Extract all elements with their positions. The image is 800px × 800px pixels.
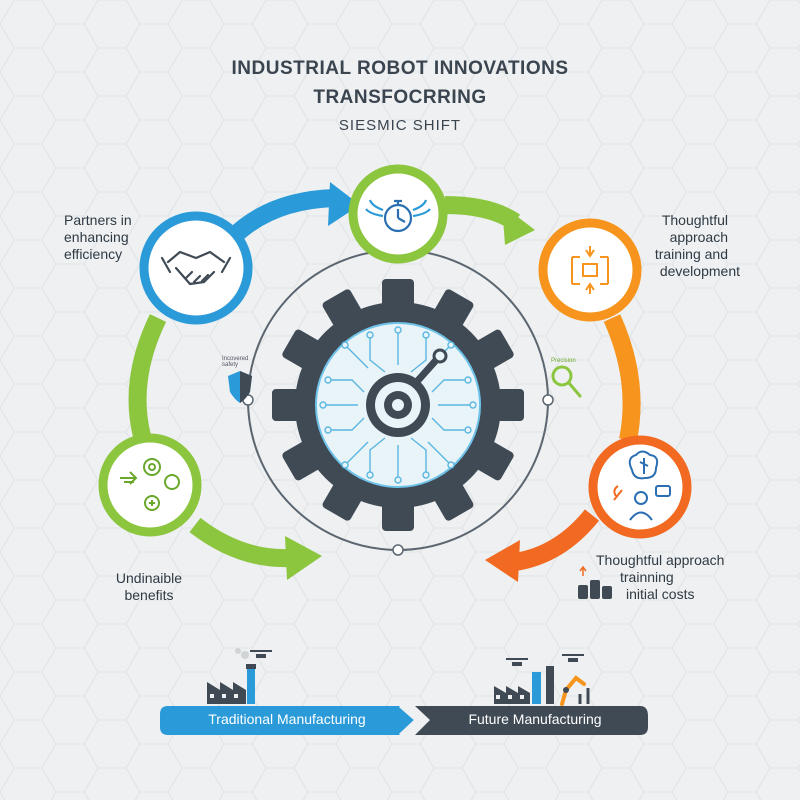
arrow-green-left bbox=[128, 314, 167, 439]
node-brain-person bbox=[588, 435, 692, 539]
label-line: enhancing bbox=[64, 229, 129, 245]
bar-future bbox=[415, 706, 648, 735]
circuit-traces bbox=[323, 330, 473, 480]
brain-person-icon bbox=[613, 450, 671, 521]
node-process bbox=[538, 218, 642, 322]
label-line: Thoughtful bbox=[661, 212, 728, 228]
label-safety: Incovered safety bbox=[222, 356, 248, 368]
label-line: Undinaible bbox=[115, 570, 183, 586]
arrow-orange-right bbox=[603, 314, 641, 442]
stopwatch-icon bbox=[365, 199, 431, 233]
label-precision: Precision bbox=[551, 358, 576, 364]
label-line: approach bbox=[669, 229, 728, 245]
bar-traditional bbox=[160, 706, 416, 735]
arrow-green-top-head bbox=[502, 205, 535, 245]
arrow-green-bottom bbox=[189, 517, 291, 568]
future-factory-icon bbox=[494, 666, 590, 706]
drone-icon bbox=[250, 650, 272, 658]
label-line: initial costs bbox=[626, 586, 695, 602]
label-line: development bbox=[659, 263, 740, 279]
bar-chevron bbox=[398, 704, 419, 737]
label-partners: Partners in enhancing efficiency bbox=[64, 212, 132, 263]
node-stopwatch bbox=[348, 164, 448, 264]
hub-core bbox=[392, 399, 404, 411]
arrow-darkorange-head bbox=[485, 540, 520, 582]
magnifier-icon bbox=[551, 365, 582, 398]
subtitle: SIESMIC SHIFT bbox=[338, 117, 462, 134]
label-line: benefits bbox=[124, 587, 174, 603]
handshake-icon bbox=[160, 250, 232, 286]
circuit-arm-tip bbox=[432, 348, 448, 364]
label-costs: Thoughtful approach trainning initial co… bbox=[596, 552, 724, 603]
label-line: Incovered bbox=[222, 356, 249, 362]
label-line: efficiency bbox=[64, 246, 123, 262]
arrow-green-bottom-head bbox=[285, 536, 322, 580]
label-line: trainning bbox=[620, 569, 674, 585]
label-line: training and bbox=[654, 246, 728, 262]
label-benefits: Undinaible benefits bbox=[104, 570, 194, 604]
traditional-manufacturing-label: Traditional Manufacturing bbox=[208, 711, 366, 727]
label-line: Partners in bbox=[64, 212, 132, 228]
node-target bbox=[98, 433, 202, 537]
label-training: Thoughtful approach training and develop… bbox=[652, 212, 740, 280]
future-manufacturing-label: Future Manufacturing bbox=[468, 711, 602, 727]
title-line-1: INDUSTRIAL ROBOT INNOVATIONS bbox=[231, 58, 569, 79]
title-line-2: TRANSFOCRRING bbox=[313, 87, 487, 108]
label-line: safety bbox=[222, 362, 239, 368]
coins-icon bbox=[578, 565, 612, 599]
target-icon bbox=[120, 458, 180, 511]
ring-dot bbox=[542, 394, 554, 406]
node-handshake bbox=[139, 211, 253, 325]
ring-dot bbox=[392, 544, 404, 556]
shield-icon bbox=[228, 371, 252, 403]
traditional-factory-icon bbox=[207, 648, 256, 704]
arrow-blue bbox=[225, 189, 336, 245]
label-line: Thoughtful approach bbox=[596, 552, 725, 568]
arrow-blue-head bbox=[328, 182, 360, 226]
arrow-darkorange bbox=[513, 509, 600, 571]
circuit-nodes bbox=[319, 326, 477, 484]
drone-icon bbox=[506, 654, 584, 666]
process-icon bbox=[571, 246, 609, 294]
